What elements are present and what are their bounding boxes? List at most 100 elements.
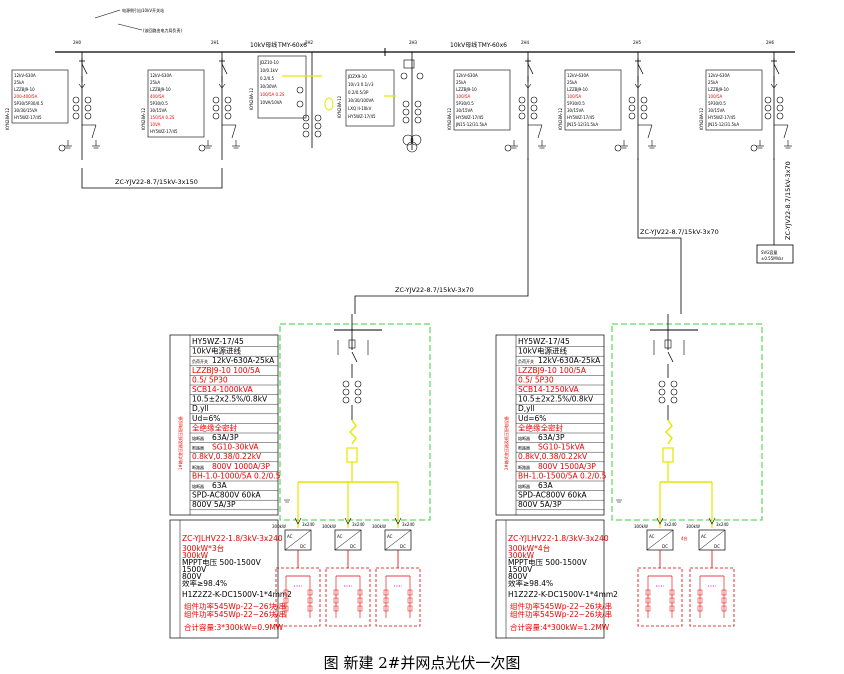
bay-2H4-spec-row: LZZBJ9-10 [456, 87, 477, 92]
station-1-inv-frame [169, 519, 279, 639]
bay-2H3-fuse [403, 59, 415, 69]
bay-2H3-spec-frame [345, 69, 395, 127]
station-2-pv-module [645, 597, 651, 604]
bay-2H6-ct [776, 104, 784, 112]
bus2-rating: TMY-60x6 [477, 42, 507, 49]
station-1-row-small: 熔断器 [192, 483, 204, 489]
station-1-pv-module [283, 597, 289, 604]
station-2-row-value: 10.5±2x2.5%/0.8kV [518, 395, 594, 404]
station-2-cable-label: ZC-YJLHV22-1.8/3kV-3x240 [508, 534, 609, 543]
station-2-inverter-kw: 300kW [634, 524, 648, 529]
station-2-pv-module [669, 589, 675, 596]
bay-2H4-spec-row: 5P30/0.5 [456, 101, 474, 106]
bay-2H1-ct [212, 104, 220, 112]
station-2-inv-row: 800V [508, 572, 528, 581]
bay-2H6-spec-row: LZZBJ9-10 [708, 87, 729, 92]
station-2-row-value: SG10-15kVA [538, 443, 585, 452]
station-1-transformer [349, 419, 357, 445]
cabinet-type-label: KYN28A-12 [699, 107, 704, 130]
bay-2H0: 12kV-630A25kALZZBJ9-10200-400/5A5P30/5P3… [5, 52, 100, 160]
bay-2H6-spec-frame [705, 69, 763, 131]
station-2-pv-row: 组件功率545Wp-22~26块/串 [510, 609, 612, 619]
station-1-pv-module [333, 597, 339, 604]
station-1-station-ct [354, 396, 362, 404]
station-1-row-value: SG10-30kVA [212, 443, 259, 452]
station-1-pv-module [383, 589, 389, 596]
station-2-row-value: SCB14-1250kVA [518, 385, 579, 394]
station-2-inv-row: 300kW [508, 551, 535, 560]
bay-2H2-spec-row: 0.2/0.5 [260, 76, 275, 81]
bay-2H1-ct [212, 96, 220, 104]
station-2-hv-fuse [664, 339, 672, 349]
station-2-row-small: 断路器 [518, 445, 530, 451]
bay-label-2H3: 2H3 [409, 40, 418, 45]
bay-2H2-meter [296, 86, 304, 94]
bay-2H2-meter [296, 100, 304, 108]
bay-2H6-breaker-arrow [770, 83, 778, 89]
bay-2H1: 12kV-630A25kALZZBJ9-10400/5A5P30/0.530/1… [141, 52, 240, 160]
station-2-row-value: 12kV-630A-25kA [538, 356, 601, 365]
station-2-station-ct [670, 388, 678, 396]
station-1-station-ct [342, 380, 350, 388]
station-1-pv-module [357, 589, 363, 596]
station-1-station-ct [354, 380, 362, 388]
station-2-row-value: Ud=6% [518, 414, 546, 423]
cabinet-type-label: KYN28A-12 [249, 87, 254, 110]
bay-2H4-spec-row: 25kA [456, 80, 466, 85]
bay-2H4-spec-frame [453, 69, 511, 131]
bay-2H1-spec-row: 30/15VA [150, 108, 167, 113]
bay-2H1-spec-row: 400/5A [150, 94, 165, 99]
station-1-row-value: D,yll [192, 404, 209, 413]
station-2-row-value: 0.5/ 5P30 [518, 375, 554, 384]
cable-h6-label: ZC-YJV22-8.7/15kV-3x70 [784, 161, 792, 240]
station-1-pv-module [357, 597, 363, 604]
bay-2H6-ct [764, 96, 772, 104]
station-2-spec-frame [495, 334, 605, 516]
station-2-row-small: 熔断器 [518, 435, 530, 441]
cable-h0-h1 [81, 168, 223, 189]
bay-2H0-breaker-arrow [78, 83, 86, 89]
bay-2H4-ct [518, 104, 526, 112]
bay-2H5-ct [628, 112, 636, 120]
bay-2H2-spec-row: 100/5A 0.2S [260, 92, 285, 97]
station-1-row-value: SPD-AC800V 60kA [192, 491, 262, 500]
station-1-row-small: 负荷开关 [192, 358, 208, 364]
station-2-row-value: HY5WZ-17/45 [518, 337, 570, 346]
station-2-inv-row: 1500V [508, 565, 533, 574]
station-1-pv-module [357, 605, 363, 612]
station-1-pv-module [383, 605, 389, 612]
station-2-row-small: 断路器 [518, 464, 530, 470]
bay-2H4-es-blade [537, 124, 543, 139]
background [0, 0, 844, 650]
station-2-pv-module [697, 589, 703, 596]
bay-2H5-es-blade [647, 124, 653, 139]
bay-2H4-spec-row: 100/5A [456, 94, 471, 99]
bay-2H5-ct [640, 96, 648, 104]
station-1-row-value: 800V 1000A/3P [212, 462, 270, 471]
bay-2H1-spec-row: 10VA [150, 122, 161, 127]
station-1-pv-row: 组件功率545Wp-22~26块/串 [184, 601, 286, 611]
station-2-total: 合计容量:4*300kW=1.2MW [510, 622, 610, 632]
station-2-row-value: 63A/3P [538, 433, 565, 442]
bay-2H5-breaker-arrow [634, 83, 642, 89]
station-1-inv-arrow [294, 517, 302, 525]
station-1-row-value: 全绝缘全密封 [192, 422, 237, 432]
station-1-inverter-diag [384, 529, 412, 551]
bay-2H3-pt [402, 134, 414, 146]
bay-2H0-breaker-blade [81, 63, 88, 75]
bay-label-2H4: 2H4 [521, 40, 530, 45]
bay-2H4-spec-row: JN15-12/31.5kA [455, 122, 487, 127]
station-2-row-value: 0.8kV,0.38/0.22kV [518, 452, 588, 461]
station-1-row-value: LZZBJ9-10 100/5A [192, 366, 261, 375]
station-1-side-label: 1#箱式变压器及低压配电设备 [177, 416, 183, 470]
station-2-inverter-ac: AC [649, 534, 655, 539]
bay-label-2H2: 2H2 [305, 40, 314, 45]
bay-2H5: 12kV-630A25kALZZBJ9-10100/5A5P30/0.530/1… [558, 52, 656, 160]
station-2-inverter-diag [646, 529, 674, 551]
station-1-inv-row: 800V [182, 572, 202, 581]
station-2-transformer [665, 419, 673, 445]
bay-2H2-ct [314, 122, 322, 130]
bay-2H3-spec-row: 0.2/0.5/3P [348, 90, 369, 95]
station-1-pv-module [383, 597, 389, 604]
